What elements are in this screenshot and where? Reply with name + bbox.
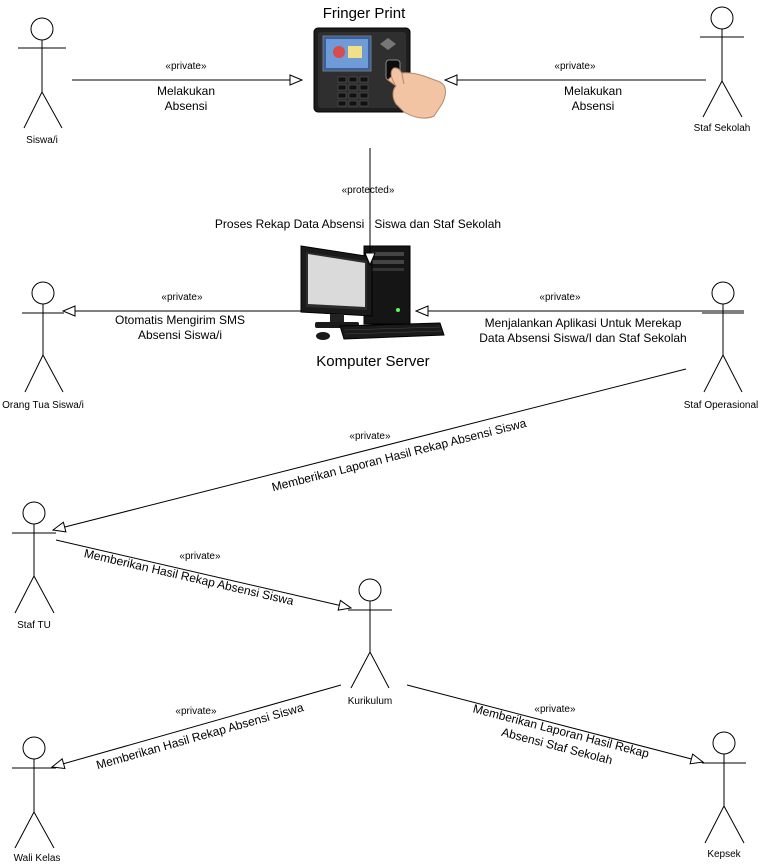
actor-siswa [18,17,66,129]
stereotype-label: «private» [534,704,576,715]
actor-staf-tu [12,501,56,614]
message-label: Melakukan [157,84,215,98]
stereotype-label: «private» [161,292,203,303]
message-label: Proses Rekap Data Absensi Siswa dan Staf… [215,217,501,231]
actor-wali-kelas [12,736,56,849]
assoc-operasional-tu: «private» Memberikan Laporan Hasil Rekap… [53,368,687,530]
assoc-operasional-server: «private» Menjalankan Aplikasi Untuk Mer… [416,292,744,345]
message-label: Absensi [572,99,615,113]
actor-kepsek [702,731,746,844]
actor-name-kurikulum: Kurikulum [348,696,392,707]
stereotype-label: «protected» [342,185,395,196]
server-computer-icon [300,245,445,340]
message-label: Melakukan [564,84,622,98]
actor-name-staf-tu: Staf TU [17,620,51,631]
actor-name-kepsek: Kepsek [707,849,741,860]
actor-name-siswa: Siswa/i [26,135,58,146]
actor-orang-tua [22,281,64,393]
fingerprint-title: Fringer Print [323,5,406,22]
message-label: Otomatis Mengirim SMS [115,313,245,327]
actor-name-staf-sekolah: Staf Sekolah [694,123,751,134]
stereotype-label: «private» [349,431,391,442]
stereotype-label: «private» [539,292,581,303]
actor-name-orang-tua: Orang Tua Siswa/i [2,400,84,411]
assoc-fingerprint-server: «protected» Proses Rekap Data Absensi Si… [215,148,501,265]
stereotype-label: «private» [165,61,207,72]
actor-staf-operasional [702,281,744,393]
assoc-kurikulum-walikelas: «private» Memberikan Hasil Rekap Absensi… [52,684,342,772]
actor-name-wali-kelas: Wali Kelas [14,853,61,864]
assoc-kurikulum-kepsek: «private» Memberikan Laporan Hasil Rekap… [406,684,703,767]
message-label: Menjalankan Aplikasi Untuk Merekap [485,316,682,330]
server-title: Komputer Server [316,353,429,370]
message-label: Data Absensi Siswa/I dan Staf Sekolah [479,331,686,345]
actor-staf-sekolah [700,6,744,118]
actor-kurikulum [348,578,392,689]
assoc-server-orangtua: «private» Otomatis Mengirim SMS Absensi … [63,292,302,342]
message-label: Absensi Siswa/i [138,328,222,342]
stereotype-label: «private» [175,706,217,717]
stereotype-label: «private» [554,61,596,72]
assoc-staf-fingerprint: «private» Melakukan Absensi [445,61,706,113]
assoc-tu-kurikulum: «private» Memberikan Hasil Rekap Absensi… [55,539,351,608]
message-label: Memberikan Laporan Hasil Rekap Absensi S… [270,416,528,494]
fingerprint-device-icon [313,27,446,119]
stereotype-label: «private» [179,551,221,562]
actor-name-staf-operasional: Staf Operasional [684,400,759,411]
assoc-siswa-fingerprint: «private» Melakukan Absensi [72,61,302,113]
message-label: Absensi [165,99,208,113]
